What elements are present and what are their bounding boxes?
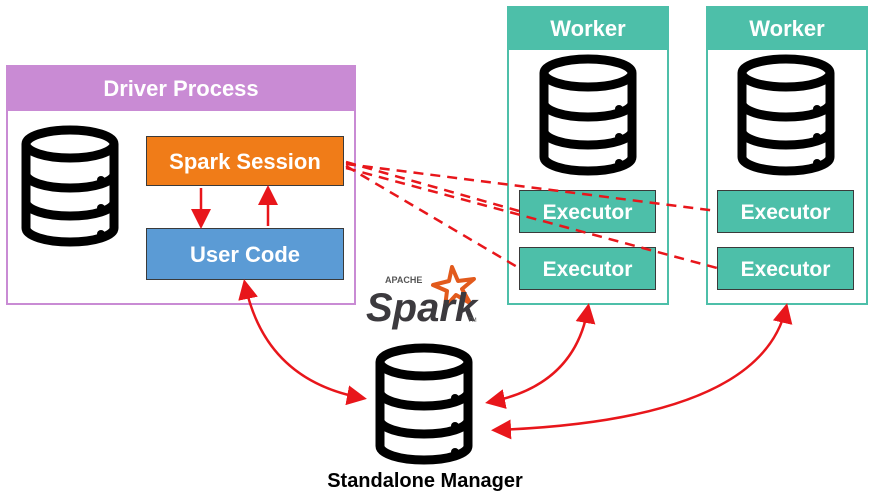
driver-process-box: Driver Process [6, 65, 356, 305]
manager-database-icon [380, 348, 468, 460]
worker-title-2: Worker [749, 16, 825, 41]
user-code-box: User Code [146, 228, 344, 280]
spark-logo: APACHE Spark TM [366, 265, 479, 330]
driver-database-icon [26, 130, 114, 242]
session-to-executor-1b-connector [345, 164, 520, 270]
spark-session-label: Spark Session [169, 149, 321, 174]
executor-label-2a: Executor [740, 201, 831, 224]
executor-label-1b: Executor [542, 258, 633, 281]
worker-2-database-icon [742, 59, 830, 171]
executor-box-2a: Executor [717, 190, 854, 233]
user-code-manager-arrow [238, 279, 367, 406]
logo-spark-text: Spark [366, 286, 479, 330]
executor-label-2b: Executor [740, 258, 831, 281]
spark-session-box: Spark Session [146, 136, 344, 186]
logo-tm-text: TM [468, 318, 477, 324]
driver-process-title: Driver Process [103, 76, 259, 101]
standalone-manager-text: Standalone Manager [327, 470, 523, 492]
standalone-manager-label: Standalone Manager [300, 470, 550, 493]
worker-title-1: Worker [550, 16, 626, 41]
worker-header-2: Worker [708, 8, 866, 50]
worker-header-1: Worker [509, 8, 667, 50]
user-code-label: User Code [189, 242, 301, 267]
worker-1-database-icon [544, 59, 632, 171]
logo-apache-text: APACHE [385, 275, 422, 285]
driver-process-header: Driver Process [8, 67, 354, 111]
executor-label-1a: Executor [542, 201, 633, 224]
session-to-executor-1a-connector [345, 160, 520, 213]
worker-1-manager-arrow [485, 303, 596, 409]
executor-box-1b: Executor [519, 247, 656, 290]
session-to-executor-2a-connector [345, 162, 718, 213]
executor-box-1a: Executor [519, 190, 656, 233]
worker-2-manager-arrow [491, 303, 793, 440]
worker-box-2: Worker [706, 6, 868, 305]
spark-star-icon [431, 265, 476, 309]
session-to-executor-2b-connector [345, 166, 718, 270]
executor-box-2b: Executor [717, 247, 854, 290]
